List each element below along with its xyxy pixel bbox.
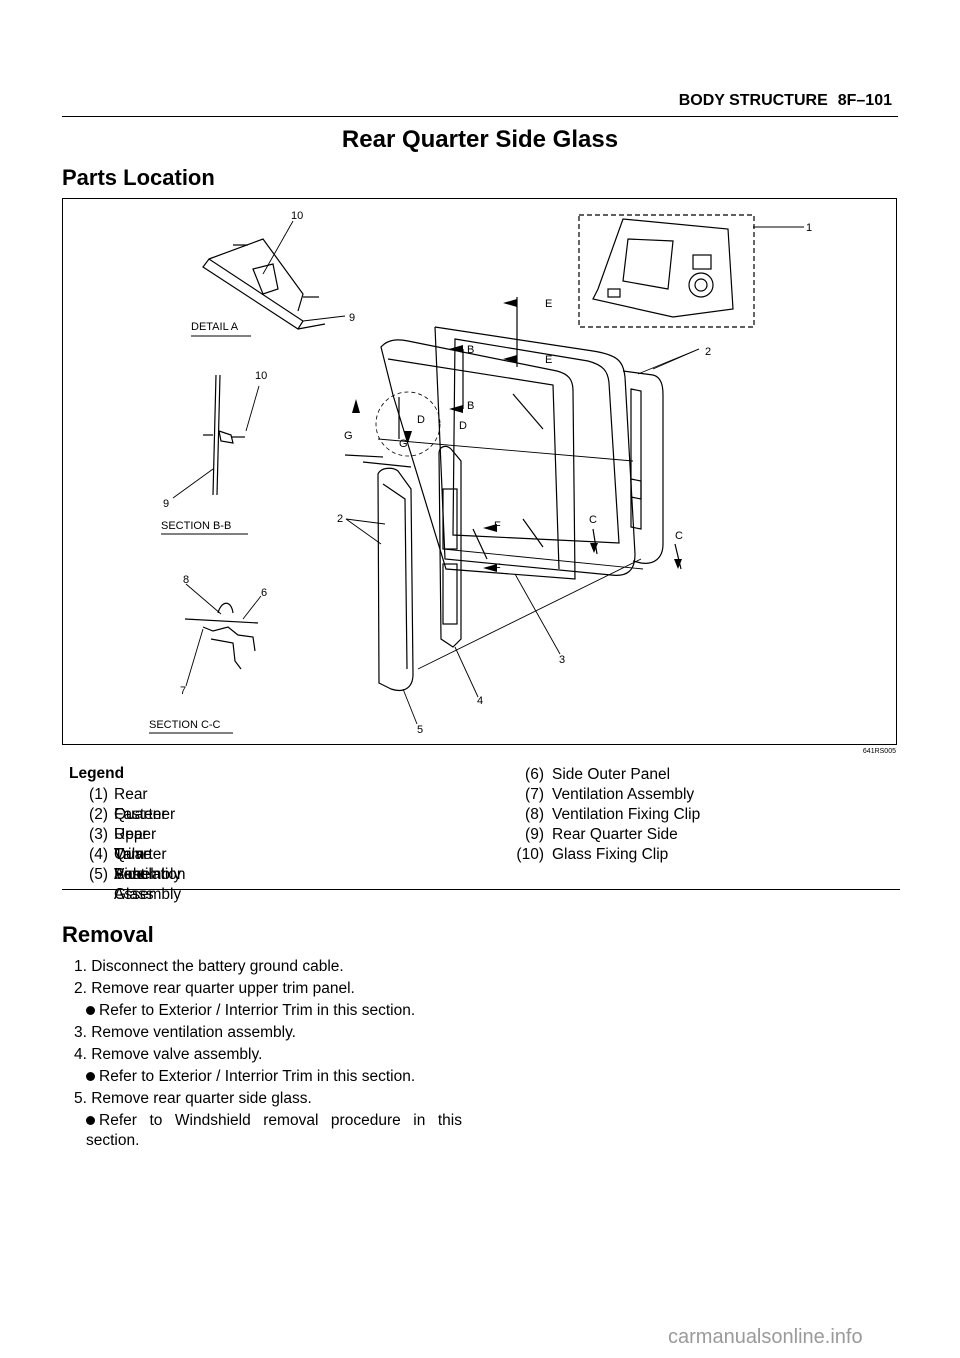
- legend-number: (5): [89, 866, 108, 883]
- legend-number: (9): [525, 826, 544, 843]
- legend-text: Side Outer Panel: [552, 766, 671, 783]
- removal-heading: Removal: [62, 922, 154, 947]
- page-header: BODY STRUCTURE 8F–101: [62, 88, 898, 117]
- legend-text: Rear Quarter Side: [552, 826, 678, 843]
- legend-item: (7) Ventilation Assembly: [492, 785, 694, 805]
- section-cc-label: SECTION C-C: [149, 719, 221, 731]
- letter-b: B: [467, 400, 474, 412]
- removal-step: 5. Remove rear quarter side glass.: [74, 1090, 312, 1107]
- letter-f: F: [494, 562, 501, 574]
- letter-d: D: [417, 414, 425, 426]
- legend-number: (1): [89, 786, 108, 803]
- letter-c: C: [675, 530, 683, 542]
- header-page-number: 8F–101: [837, 92, 892, 109]
- letter-e: E: [545, 298, 552, 310]
- legend-item: (2) Fastener: [68, 805, 175, 825]
- letter-g: G: [399, 438, 408, 450]
- callout-10: 10: [255, 370, 267, 382]
- callout-2: 2: [705, 346, 711, 358]
- callout-6: 6: [261, 587, 267, 599]
- detail-a-drawing: [202, 238, 326, 330]
- letter-d: D: [459, 420, 467, 432]
- letter-e: E: [545, 354, 552, 366]
- figure-code: 641RS005: [862, 748, 896, 755]
- section-bb-drawing: [203, 374, 245, 496]
- page-title: Rear Quarter Side Glass: [341, 126, 619, 153]
- callout-4: 4: [477, 695, 483, 707]
- removal-bullet-text: Refer to Exterior / Interrior Trim in th…: [99, 1002, 416, 1019]
- upper-trim-panel-drawing: [578, 214, 755, 328]
- legend-text: Rear Quarter Side Glass: [114, 826, 167, 903]
- legend-number: (6): [525, 766, 544, 783]
- bullet-icon: [86, 1116, 95, 1125]
- header-section: BODY STRUCTURE: [678, 92, 828, 109]
- rear-quarter-glass-drawing: [380, 339, 576, 580]
- legend-text: Glass Fixing Clip: [552, 846, 669, 863]
- legend-item: (8) Ventilation Fixing Clip: [492, 805, 700, 825]
- section-cc-drawing: [184, 602, 259, 670]
- letter-g: G: [344, 430, 353, 442]
- bullet-icon: [86, 1006, 95, 1015]
- legend-text: Valve Assembly: [114, 846, 182, 883]
- leader-lines: [172, 220, 804, 725]
- legend-item: (6) Side Outer Panel: [492, 765, 670, 785]
- parts-location-figure: 10 9 10 9 8 6 7 1 2 2 3 4 5 E E B B D D …: [62, 198, 897, 745]
- removal-bullet-text: Refer to Exterior / Interrior Trim in th…: [99, 1068, 416, 1085]
- side-outer-panel-drawing: [434, 326, 664, 576]
- callout-1: 1: [806, 222, 812, 234]
- legend: Legend (1)Rear Quarter Upper Trim Panel …: [62, 765, 900, 903]
- legend-number: (10): [516, 846, 544, 863]
- section-bb-label: SECTION B-B: [161, 520, 231, 532]
- legend-number: (3): [89, 826, 108, 843]
- callout-2: 2: [337, 513, 343, 525]
- removal-bullet: Refer to Exterior / Interrior Trim in th…: [86, 1001, 462, 1021]
- legend-number: (4): [89, 846, 108, 863]
- legend-number: (8): [525, 806, 544, 823]
- callout-9: 9: [163, 498, 169, 510]
- legend-item: (3) Rear Quarter Side Glass: [68, 825, 167, 903]
- bullet-icon: [86, 1072, 95, 1081]
- parts-diagram: 10 9 10 9 8 6 7 1 2 2 3 4 5 E E B B D D …: [149, 210, 812, 736]
- watermark-footer: carmanualsonline.info: [668, 1326, 863, 1348]
- legend-text: Ventilation Assembly: [552, 786, 695, 803]
- header-text: BODY STRUCTURE 8F–101: [679, 92, 892, 110]
- legend-text: Ventilation Assembly: [114, 866, 186, 903]
- removal-bullet: Refer to Exterior / Interrior Trim in th…: [86, 1067, 462, 1087]
- parts-location-heading: Parts Location: [62, 165, 215, 190]
- legend-number: (2): [89, 806, 108, 823]
- removal-bullet-text: Refer to Windshield removal procedure in…: [86, 1112, 462, 1149]
- legend-number: (7): [525, 786, 544, 803]
- legend-text: Fastener: [114, 806, 176, 823]
- legend-item: (5) Ventilation Assembly: [68, 865, 185, 903]
- callout-5: 5: [417, 724, 423, 736]
- valve-assembly-drawing: [438, 445, 462, 648]
- section-cut-arrows: [344, 297, 682, 570]
- callout-10: 10: [291, 210, 303, 222]
- letter-b: B: [467, 344, 474, 356]
- detail-a-label: DETAIL A: [191, 321, 239, 333]
- legend-title: Legend: [69, 765, 125, 782]
- callout-7: 7: [180, 685, 186, 697]
- legend-item: (4) Valve Assembly: [68, 845, 181, 883]
- legend-item: (9) Rear Quarter Side: [492, 825, 678, 845]
- callout-3: 3: [559, 654, 565, 666]
- removal-bullet: Refer to Windshield removal procedure in…: [86, 1111, 462, 1151]
- letter-f: F: [494, 520, 501, 532]
- legend-text: Ventilation Fixing Clip: [552, 806, 701, 823]
- callout-9: 9: [349, 312, 355, 324]
- removal-step: 3. Remove ventilation assembly.: [74, 1024, 296, 1041]
- removal-step: 4. Remove valve assembly.: [74, 1046, 263, 1063]
- removal-step: 1. Disconnect the battery ground cable.: [74, 958, 344, 975]
- legend-text: Rear Quarter Upper Trim Panel: [114, 786, 167, 883]
- letter-c: C: [589, 514, 597, 526]
- ventilation-assembly-drawing: [377, 467, 414, 692]
- legend-item: (1) Rear Quarter Upper Trim Panel: [68, 785, 167, 883]
- callout-8: 8: [183, 574, 189, 586]
- legend-item: (10) Glass Fixing Clip: [492, 845, 668, 865]
- removal-step: 2. Remove rear quarter upper trim panel.: [74, 980, 355, 997]
